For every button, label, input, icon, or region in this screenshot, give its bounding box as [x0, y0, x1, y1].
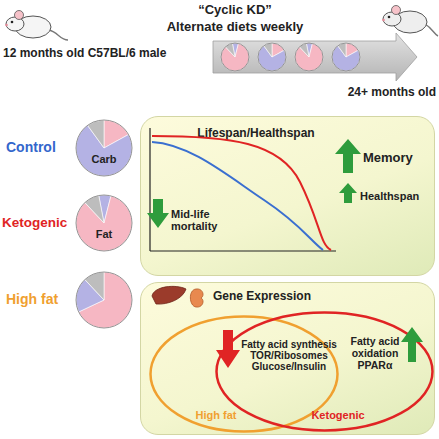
diet-pie: KetogenicFat	[4, 193, 134, 255]
pie-label: Carb	[86, 153, 122, 165]
pie-outline	[295, 43, 323, 71]
pie-chart	[221, 43, 249, 71]
pie-slice	[85, 195, 104, 223]
pie-outline	[332, 43, 360, 71]
mouse-body	[15, 16, 51, 38]
diet-cycle-arrow: “Cyclic KD” Alternate diets weekly	[60, 2, 420, 86]
outcome-label: Healthspan	[360, 190, 434, 202]
end-age: 24+ months old	[330, 86, 436, 99]
outcome-label: Memory	[363, 151, 433, 166]
gene-panel: Gene ExpressionFatty acid synthesis TOR/…	[140, 282, 435, 435]
venn-outline	[217, 313, 433, 431]
diet-pie: High fat	[4, 270, 134, 332]
mouse-eye	[388, 16, 391, 19]
diet-name: Ketogenic	[2, 215, 76, 230]
pie-slice	[221, 43, 249, 71]
pie-outline	[258, 43, 286, 71]
venn-label: Ketogenic	[301, 409, 375, 421]
pie-slice	[76, 196, 132, 251]
gene-set: Fatty acid synthesis TOR/Ribosomes Gluco…	[237, 339, 341, 373]
mouse-head	[383, 12, 401, 26]
mouse-tail	[49, 30, 68, 40]
pie-outline	[221, 43, 249, 71]
mouse-eye	[11, 21, 14, 24]
pie-outline	[76, 120, 132, 176]
start-age: 12 months old C57BL/6 male	[3, 47, 215, 60]
outcome-label: Mid-life mortality	[171, 208, 229, 233]
gene-set: Fatty acid oxidation PPARα	[344, 336, 406, 371]
venn-outline	[151, 317, 338, 432]
diet-pie: ControlCarb	[4, 118, 134, 180]
pie-chart	[76, 195, 132, 251]
diet-name: High fat	[6, 292, 76, 308]
pie-slice	[295, 43, 323, 71]
diet-name: Control	[6, 140, 76, 156]
pie-slice	[85, 272, 104, 300]
old-mouse	[382, 6, 438, 37]
panel-title: Gene Expression	[206, 290, 318, 303]
pie-chart	[76, 272, 132, 328]
mouse-ear	[15, 11, 24, 20]
venn-ellipse: Fatty acid oxidation PPARαKetogenic	[215, 311, 434, 432]
mouse-body	[393, 11, 427, 33]
venn-label: High fat	[181, 409, 251, 421]
diagram-subtitle: Alternate diets weekly	[130, 20, 340, 35]
pie-chart	[332, 43, 360, 71]
pie-outline	[76, 195, 132, 251]
young-mouse	[5, 11, 68, 41]
timeline-arrow	[213, 33, 417, 81]
pie-chart	[76, 120, 132, 176]
diagram-title: “Cyclic KD”	[140, 3, 330, 18]
outcome-panel: Lifespan/HealthspanMemoryHealthspanMid-l…	[140, 116, 435, 276]
mouse-tail	[425, 24, 438, 36]
mouse-head	[6, 17, 24, 31]
pie-label: Fat	[88, 228, 120, 240]
mouse-ear	[392, 6, 401, 15]
pie-chart	[258, 43, 286, 71]
chart-title: Lifespan/Healthspan	[186, 127, 326, 140]
pie-outline	[76, 272, 132, 328]
mouse-nose	[5, 24, 8, 27]
mouse-nose	[382, 19, 385, 22]
pie-chart	[295, 43, 323, 71]
